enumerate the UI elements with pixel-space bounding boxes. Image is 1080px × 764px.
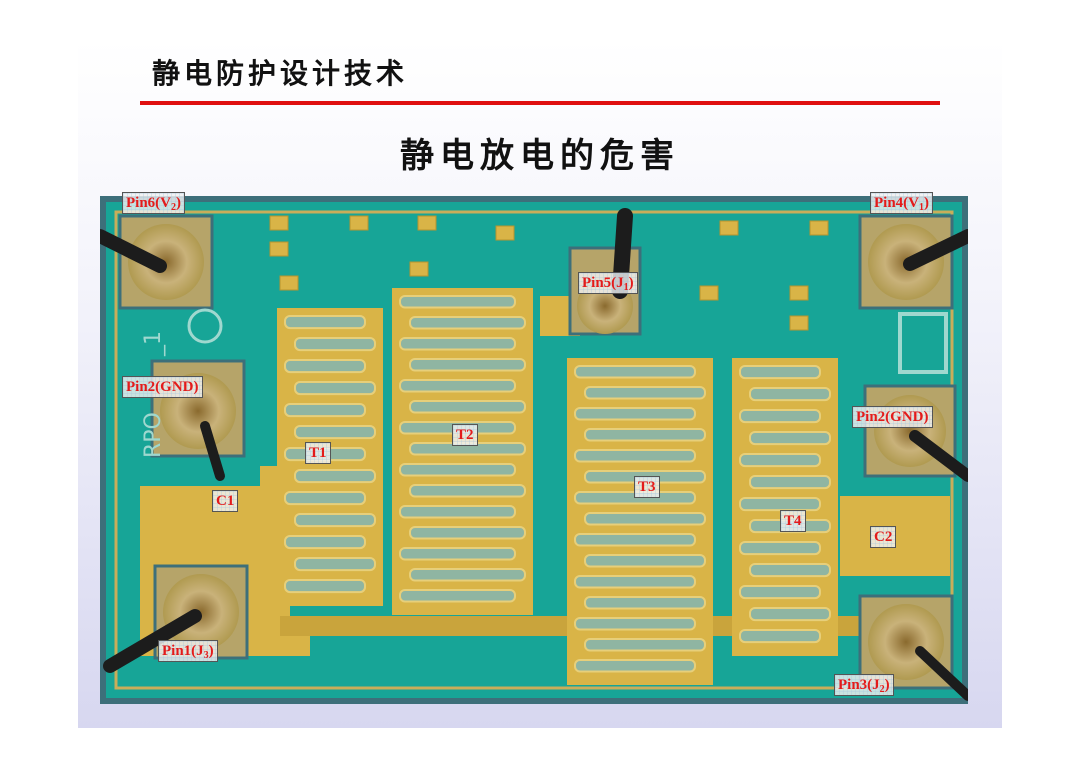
- chip-micrograph: RPO _1 Pin6(V2) Pin4(V1) Pin5(J1) Pin2(G…: [93, 192, 975, 704]
- via-pads: [269, 215, 829, 331]
- label-c2: C2: [870, 526, 897, 548]
- chip-die-image: RPO _1: [93, 196, 975, 704]
- label-pin4: Pin4(V1): [870, 192, 933, 214]
- slide-title: 静电放电的危害: [400, 136, 680, 176]
- die-alignment-mark: [898, 312, 948, 374]
- t3-transistor: [567, 358, 713, 685]
- c2-plate: [840, 496, 950, 576]
- label-pin1: Pin1(J3): [158, 640, 218, 662]
- die-marking-suffix: _1: [141, 331, 166, 357]
- label-pin3: Pin3(J2): [834, 674, 894, 696]
- die-marking-text: RPO: [141, 412, 166, 458]
- die-logo-mark: [187, 308, 223, 344]
- label-pin2-right: Pin2(GND): [852, 406, 933, 428]
- header-divider: [140, 101, 940, 105]
- label-t4: T4: [780, 510, 806, 532]
- label-t1: T1: [305, 442, 331, 464]
- label-pin6: Pin6(V2): [122, 192, 185, 214]
- label-t2: T2: [452, 424, 478, 446]
- label-pin5: Pin5(J1): [578, 272, 638, 294]
- label-t3: T3: [634, 476, 660, 498]
- label-c1: C1: [212, 490, 239, 512]
- header-title: 静电防护设计技术: [152, 57, 409, 90]
- t4-transistor: [732, 358, 838, 656]
- label-pin2-left: Pin2(GND): [122, 376, 203, 398]
- t2-transistor: [392, 288, 533, 615]
- t1-transistor: [277, 308, 383, 606]
